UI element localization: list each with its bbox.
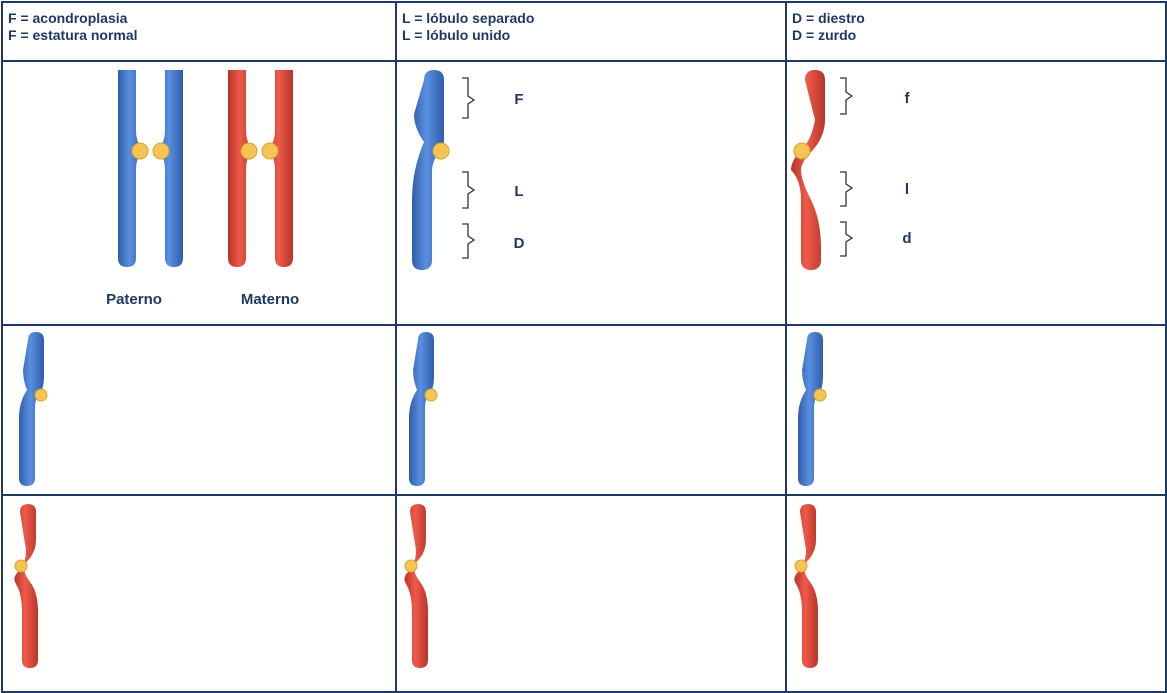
header-line: D = diestro xyxy=(792,10,865,27)
centromere-icon xyxy=(132,143,148,159)
locus-label: D xyxy=(514,235,525,252)
centromere-icon xyxy=(433,143,449,159)
centromere-icon xyxy=(794,143,810,159)
header-cell-handedness: D = diestro D = zurdo xyxy=(792,10,865,44)
locus-label: F xyxy=(514,91,523,108)
maternal-chromatid xyxy=(404,504,428,668)
maternal-chromatid xyxy=(794,504,818,668)
paternal-label: Paterno xyxy=(106,291,162,308)
header-cell-earlobe: L = lóbulo separado L = lóbulo unido xyxy=(402,10,534,44)
header-line: L = lóbulo unido xyxy=(402,27,534,44)
header-line: F = acondroplasia xyxy=(8,10,138,27)
locus-label: L xyxy=(514,183,523,200)
header-line: L = lóbulo separado xyxy=(402,10,534,27)
answer-row-paternal xyxy=(19,332,826,486)
locus-brackets xyxy=(462,78,474,258)
centromere-icon xyxy=(241,143,257,159)
header-line: D = zurdo xyxy=(792,27,865,44)
paternal-chromosome xyxy=(118,70,183,267)
paternal-chromatid xyxy=(409,332,437,486)
centromere-icon xyxy=(425,389,437,401)
homologous-pair: Paterno Materno xyxy=(106,70,299,308)
maternal-label: Materno xyxy=(241,291,299,308)
centromere-icon xyxy=(35,389,47,401)
locus-label: l xyxy=(905,181,909,198)
answer-row-maternal xyxy=(14,504,818,668)
paternal-chromatid xyxy=(19,332,47,486)
header-line: F = estatura normal xyxy=(8,27,138,44)
centromere-icon xyxy=(405,560,417,572)
centromere-icon xyxy=(15,560,27,572)
locus-brackets xyxy=(840,78,852,256)
maternal-chromosome xyxy=(228,70,293,267)
paternal-chromatid xyxy=(798,332,826,486)
centromere-icon xyxy=(814,389,826,401)
centromere-icon xyxy=(153,143,169,159)
paternal-loci-diagram: F L D xyxy=(412,70,525,270)
header-cell-stature: F = acondroplasia F = estatura normal xyxy=(8,10,138,44)
maternal-loci-diagram: f l d xyxy=(791,70,912,270)
locus-label: d xyxy=(902,230,911,247)
centromere-icon xyxy=(795,560,807,572)
maternal-chromatid xyxy=(14,504,38,668)
locus-label: f xyxy=(905,90,911,107)
centromere-icon xyxy=(262,143,278,159)
